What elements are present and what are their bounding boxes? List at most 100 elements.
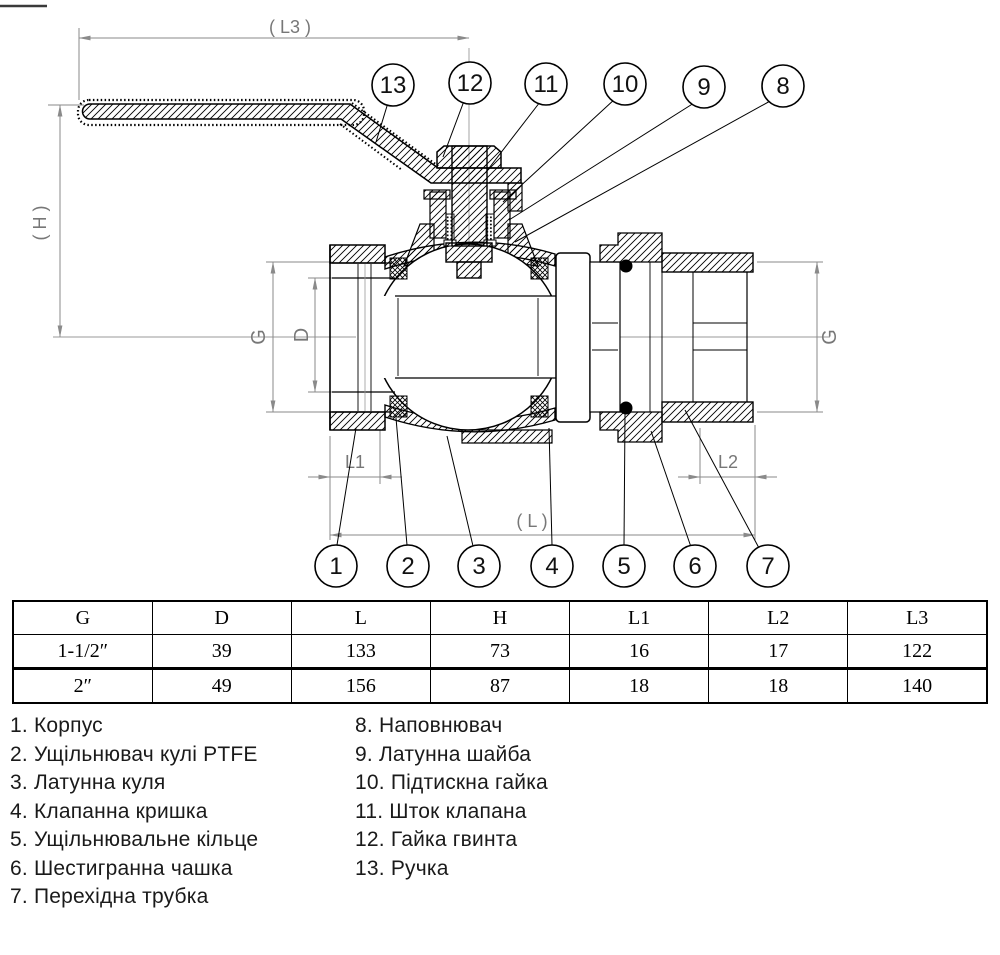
dim-label-h: ( H )	[30, 206, 50, 241]
callout-7: 7	[746, 544, 790, 588]
col-header-l: L	[290, 600, 431, 635]
adapter-tube-bottom	[661, 401, 754, 423]
callout-2: 2	[386, 544, 430, 588]
list-item: 7. Перехідна трубка	[10, 885, 209, 908]
svg-text:12: 12	[457, 70, 484, 97]
callout-8: 8	[761, 64, 805, 108]
valve-cover-slab	[555, 252, 591, 423]
body-left-top-band	[329, 244, 386, 264]
valve-technical-drawing: ( L3 ) ( H ) G D G L1 L2 ( L )	[0, 4, 841, 588]
list-item: 13. Ручка	[355, 856, 449, 880]
dim-label-d: D	[291, 328, 313, 342]
ball	[356, 243, 582, 431]
cell: 122	[847, 634, 988, 669]
cell: 156	[290, 667, 431, 704]
svg-text:2: 2	[401, 553, 414, 580]
cell: 49	[151, 667, 292, 704]
body-left-bottom-band	[329, 411, 386, 431]
list-item: 1. Корпус	[10, 714, 103, 737]
cell: 2″	[12, 667, 153, 704]
handle-rubber-grip	[76, 98, 366, 127]
cell: 16	[569, 634, 710, 669]
svg-text:5: 5	[617, 553, 630, 580]
dim-label-l: ( L )	[516, 511, 547, 531]
list-item: 11. Шток клапана	[355, 799, 527, 823]
callout-4: 4	[530, 544, 574, 588]
cell: 87	[429, 667, 571, 704]
dim-label-l2: L2	[718, 452, 738, 472]
callout-balloons: 13 12 11 10 9 8 1 2 3 4 5 6 7	[314, 61, 805, 588]
body-bottom-skirt	[461, 429, 553, 444]
callout-1: 1	[314, 544, 358, 588]
stem-tongue	[456, 261, 482, 279]
svg-text:13: 13	[380, 72, 407, 99]
dim-label-l3: ( L3 )	[269, 17, 311, 37]
cell: 39	[151, 634, 292, 669]
col-header-l2: L2	[708, 600, 849, 635]
callout-9: 9	[682, 65, 726, 109]
parts-list-right: 8. Наповнювач 9. Латунна шайба 10. Підти…	[355, 712, 548, 883]
handle-lever	[81, 103, 522, 184]
stem-assembly	[423, 145, 517, 279]
o-ring-bottom	[619, 401, 633, 415]
stem-flange	[445, 242, 493, 263]
svg-text:1: 1	[329, 553, 342, 580]
col-header-g: G	[12, 600, 153, 635]
o-ring-top	[619, 259, 633, 273]
table-row: 2″ 49 156 87 18 18 140	[12, 667, 988, 704]
cell: 17	[708, 634, 849, 669]
list-item: 8. Наповнювач	[355, 714, 503, 737]
callout-13: 13	[371, 63, 415, 107]
svg-text:6: 6	[688, 553, 701, 580]
hex-cup-bottom	[599, 411, 663, 443]
svg-text:11: 11	[534, 71, 559, 98]
list-item: 12. Гайка гвинта	[355, 828, 518, 851]
dimension-lines	[48, 28, 823, 540]
list-item: 2. Ущільнювач кулі PTFE	[10, 742, 258, 766]
cell: 18	[569, 667, 710, 704]
col-header-d: D	[151, 600, 292, 635]
svg-text:9: 9	[697, 74, 710, 101]
ptfe-seats	[389, 257, 549, 418]
dim-label-l1: L1	[345, 452, 365, 472]
list-item: 5. Ущільнювальне кільце	[10, 828, 259, 851]
list-item: 6. Шестигранна чашка	[10, 856, 233, 880]
callout-10: 10	[603, 62, 647, 106]
col-header-l1: L1	[569, 600, 710, 635]
right-side-parts	[555, 232, 754, 443]
list-item: 4. Клапанна кришка	[10, 799, 208, 823]
cell: 1-1/2″	[12, 634, 153, 669]
callout-6: 6	[673, 544, 717, 588]
bore-lines	[332, 262, 560, 413]
svg-text:3: 3	[472, 553, 485, 580]
list-item: 9. Латунна шайба	[355, 742, 532, 766]
dim-label-g-left: G	[248, 329, 270, 345]
cell: 140	[847, 667, 988, 704]
list-item: 10. Підтискна гайка	[355, 771, 548, 794]
dim-label-g-right: G	[819, 329, 841, 345]
cell: 18	[708, 667, 849, 704]
leader-lines	[336, 97, 773, 549]
stem-nut	[436, 145, 502, 169]
callout-3: 3	[457, 544, 501, 588]
union-slab	[589, 261, 621, 413]
dimensions-table: G D L H L1 L2 L3 1-1/2″ 39 133 73 16 17 …	[12, 600, 988, 704]
dimension-labels: ( L3 ) ( H ) G D G L1 L2 ( L )	[30, 17, 841, 531]
callout-11: 11	[524, 62, 568, 106]
list-item: 3. Латунна куля	[10, 771, 166, 794]
col-header-h: H	[429, 600, 571, 635]
cell: 73	[429, 634, 571, 669]
cell: 133	[290, 634, 431, 669]
svg-text:10: 10	[612, 71, 639, 98]
callout-5: 5	[602, 544, 646, 588]
svg-text:7: 7	[761, 553, 774, 580]
svg-text:4: 4	[545, 553, 558, 580]
table-header-row: G D L H L1 L2 L3	[12, 600, 988, 635]
svg-text:8: 8	[776, 73, 789, 100]
col-header-l3: L3	[847, 600, 988, 635]
hex-cup-top	[599, 232, 663, 263]
parts-list-left: 1. Корпус 2. Ущільнювач кулі PTFE 3. Лат…	[10, 712, 258, 912]
table-row: 1-1/2″ 39 133 73 16 17 122	[12, 634, 988, 669]
callout-12: 12	[448, 61, 492, 105]
